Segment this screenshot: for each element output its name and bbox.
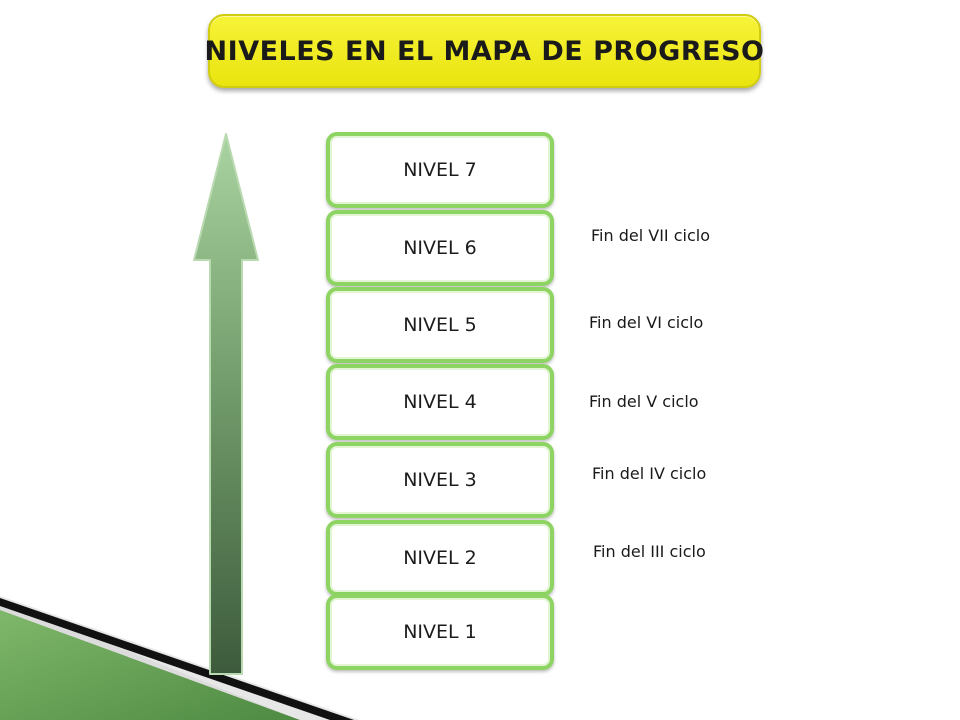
- level-label: NIVEL 1: [403, 621, 477, 643]
- level-box-7: NIVEL 7: [326, 132, 554, 208]
- cycle-label-v: Fin del V ciclo: [589, 392, 699, 411]
- level-box-4: NIVEL 4: [326, 364, 554, 440]
- level-label: NIVEL 5: [403, 314, 477, 336]
- level-box-5: NIVEL 5: [326, 287, 554, 363]
- page-title: NIVELES EN EL MAPA DE PROGRESO: [204, 35, 765, 67]
- level-label: NIVEL 4: [403, 391, 477, 413]
- level-box-1: NIVEL 1: [326, 594, 554, 670]
- level-label: NIVEL 2: [403, 547, 477, 569]
- cycle-label-iii: Fin del III ciclo: [593, 542, 706, 561]
- level-label: NIVEL 6: [403, 237, 477, 259]
- level-box-3: NIVEL 3: [326, 442, 554, 518]
- cycle-label-iv: Fin del IV ciclo: [592, 464, 707, 483]
- level-box-6: NIVEL 6: [326, 210, 554, 286]
- progress-arrow-icon: [193, 133, 259, 675]
- title-banner: NIVELES EN EL MAPA DE PROGRESO: [205, 14, 764, 88]
- cycle-label-vii: Fin del VII ciclo: [591, 226, 710, 245]
- level-box-2: NIVEL 2: [326, 520, 554, 596]
- corner-decoration: [0, 596, 360, 720]
- cycle-label-vi: Fin del VI ciclo: [589, 313, 704, 332]
- level-label: NIVEL 7: [403, 159, 477, 181]
- level-label: NIVEL 3: [403, 469, 477, 491]
